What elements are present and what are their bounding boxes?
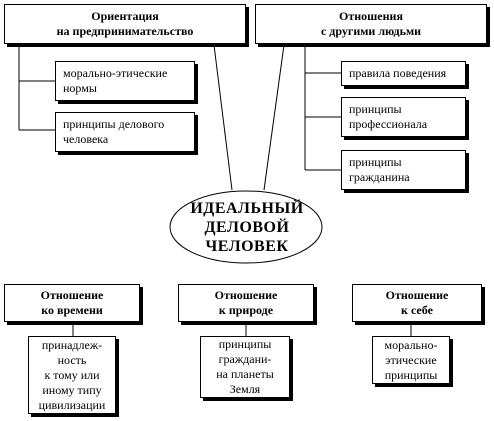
time-relation-box: Отношение ко времени <box>4 284 140 322</box>
self-principles-line-2: этические <box>385 352 437 367</box>
nature-relation-box: Отношение к природе <box>178 284 314 322</box>
time-relation-title-2: ко времени <box>41 303 103 317</box>
time-relation-title-1: Отношение <box>40 288 104 302</box>
civilization-line-5: цивилизации <box>38 397 106 412</box>
citizen-principles-line-1: принципы <box>349 155 402 169</box>
business-principles-box: принципы делового человека <box>55 112 195 152</box>
connector-left-to-center <box>213 44 233 191</box>
professional-principles-line-2: профессионала <box>349 117 428 131</box>
planet-citizen-line-1: принципы <box>218 337 272 351</box>
self-relation-title-2: к себе <box>401 303 433 317</box>
moral-norms-line-1: морально-этические <box>63 66 168 80</box>
civilization-line-1: принадлеж- <box>41 337 103 352</box>
orientation-title-2: на предпринимательство <box>56 24 194 38</box>
self-principles-box: морально- этические принципы <box>372 336 450 384</box>
self-principles-line-3: принципы <box>384 367 438 382</box>
relations-box: Отношения с другими людьми <box>255 4 487 44</box>
behavior-rules-box: правила поведения <box>341 61 466 86</box>
planet-citizen-line-3: на планеты <box>216 367 274 381</box>
center-line-1: ИДЕАЛЬНЫЙ <box>190 199 304 217</box>
business-principles-line-2: человека <box>63 132 109 146</box>
civilization-line-3: к тому или <box>44 367 100 382</box>
center-line-3: ЧЕЛОВЕК <box>205 237 289 255</box>
relations-title-1: Отношения <box>339 9 403 23</box>
professional-principles-box: принципы профессионала <box>341 97 466 137</box>
nature-relation-title-2: к природе <box>218 303 274 317</box>
civilization-box: принадлеж- ность к тому или иному типу ц… <box>28 336 116 414</box>
self-principles-line-1: морально- <box>384 337 438 352</box>
professional-principles-line-1: принципы <box>349 102 402 116</box>
moral-norms-line-2: нормы <box>63 81 97 95</box>
orientation-box: Ориентация на предпринимательство <box>4 4 246 44</box>
orientation-title-1: Ориентация <box>91 9 159 23</box>
center-ellipse <box>169 190 323 264</box>
planet-citizen-box: принципы граждани- на планеты Земля <box>200 336 290 398</box>
center-title: ИДЕАЛЬНЫЙ ДЕЛОВОЙ ЧЕЛОВЕК <box>172 191 322 263</box>
center-line-2: ДЕЛОВОЙ <box>204 218 290 236</box>
planet-citizen-line-4: Земля <box>229 382 261 396</box>
planet-citizen-line-2: граждани- <box>218 352 272 366</box>
connector-right-to-center <box>263 44 285 191</box>
citizen-principles-line-2: гражданина <box>349 170 410 184</box>
nature-relation-title-1: Отношение <box>214 288 278 302</box>
civilization-line-4: иному типу <box>42 382 102 397</box>
self-relation-title-1: Отношение <box>385 288 449 302</box>
behavior-rules-line-1: правила поведения <box>349 66 447 80</box>
business-principles-line-1: принципы делового <box>63 117 165 131</box>
citizen-principles-box: принципы гражданина <box>341 150 466 190</box>
relations-title-2: с другими людьми <box>320 24 422 38</box>
moral-norms-box: морально-этические нормы <box>55 61 195 101</box>
self-relation-box: Отношение к себе <box>352 284 482 322</box>
civilization-line-2: ность <box>57 352 87 367</box>
